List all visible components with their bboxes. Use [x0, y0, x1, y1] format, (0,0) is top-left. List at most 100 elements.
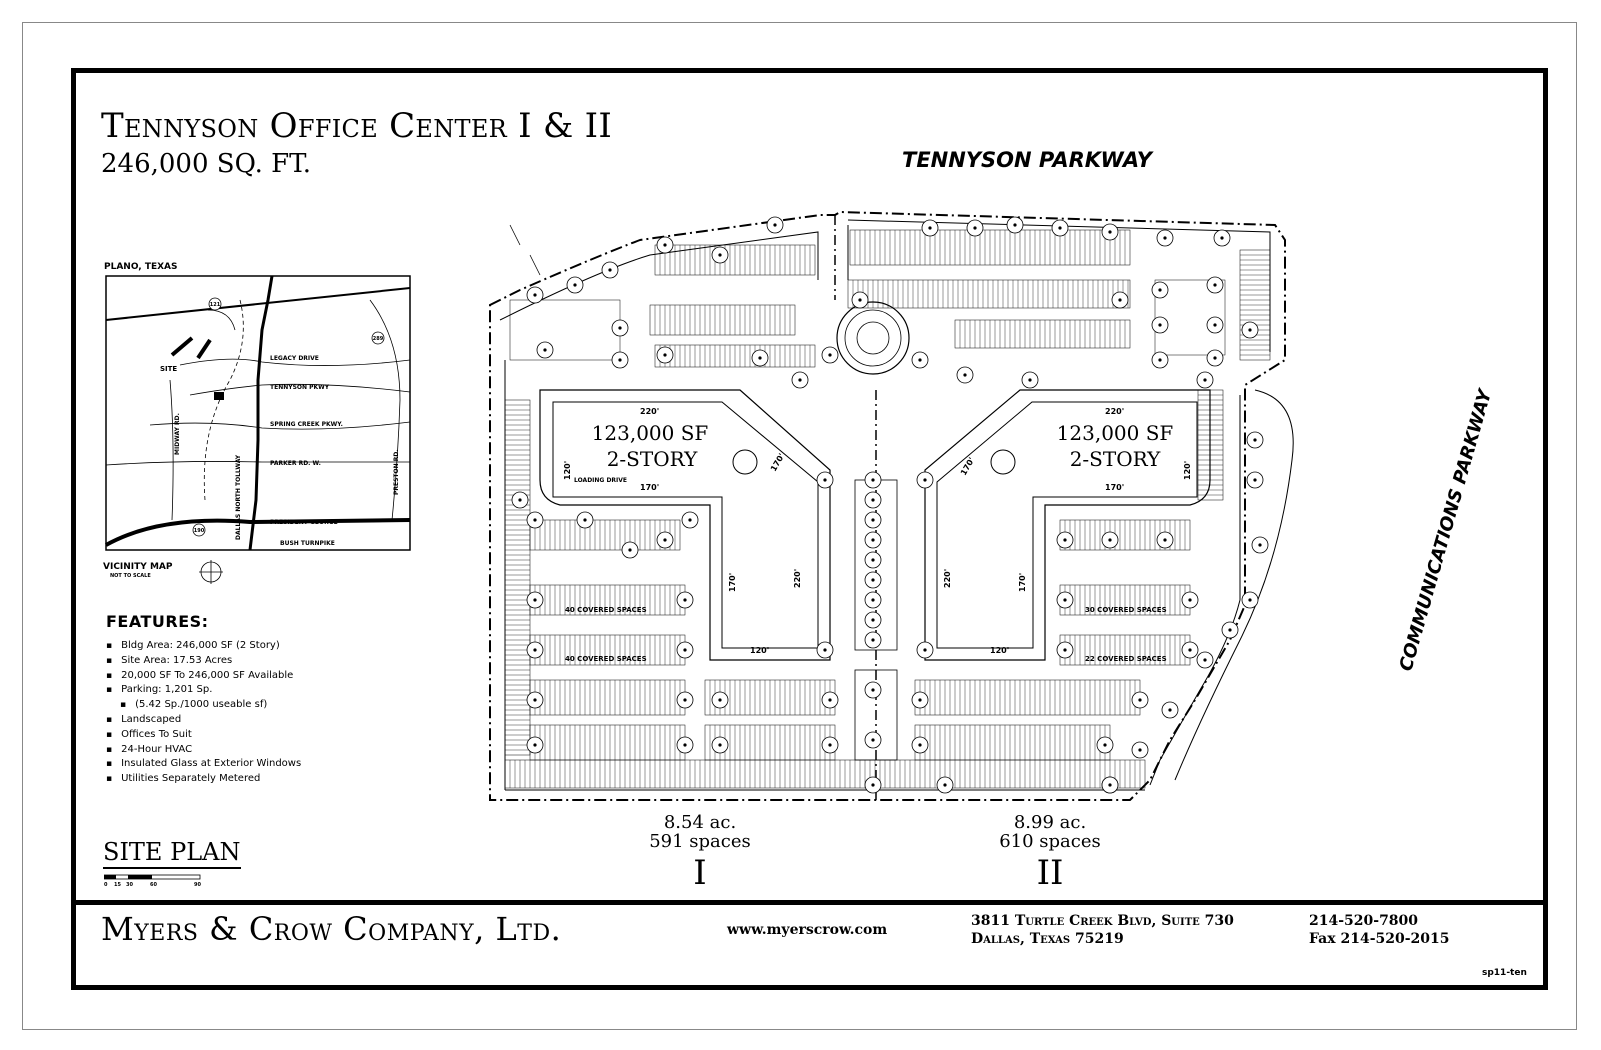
- building-1-footprint: [552, 401, 819, 649]
- dimension-label: 170': [728, 573, 737, 592]
- dimension-label: 220': [793, 569, 802, 588]
- tree-trunk-icon: [871, 578, 875, 582]
- company-phone: 214-520-7800 Fax 214-520-2015: [1309, 912, 1450, 948]
- lot-1-spaces: 591 spaces: [649, 831, 751, 852]
- dimension-label: 220': [943, 569, 952, 588]
- tree-trunk-icon: [628, 548, 632, 552]
- tree-trunk-icon: [1248, 598, 1252, 602]
- tree-trunk-icon: [608, 268, 612, 272]
- vicinity-street-bush: BUSH TURNPIKE: [280, 540, 335, 547]
- feature-item: Utilities Separately Metered: [106, 772, 301, 787]
- tree-trunk-icon: [1138, 698, 1142, 702]
- feature-item: Insulated Glass at Exterior Windows: [106, 757, 301, 772]
- lot-2-summary: 8.99 ac. 610 spaces II: [990, 813, 1110, 893]
- tree-trunk-icon: [533, 598, 537, 602]
- page-title: Tennyson Office Center I & II: [101, 106, 613, 146]
- tree-trunk-icon: [683, 743, 687, 747]
- feature-item: Parking: 1,201 Sp.: [106, 683, 301, 698]
- feature-item: Landscaped: [106, 713, 301, 728]
- company-name: Myers & Crow Company, Ltd.: [101, 910, 562, 948]
- tree-trunk-icon: [871, 538, 875, 542]
- tree-trunk-icon: [1188, 598, 1192, 602]
- tree-trunk-icon: [683, 598, 687, 602]
- tree-trunk-icon: [928, 226, 932, 230]
- feature-item: (5.42 Sp./1000 useable sf): [106, 698, 301, 713]
- vicinity-location: PLANO, TEXAS: [104, 262, 178, 272]
- shield-190: 190: [194, 528, 205, 534]
- tree-trunk-icon: [1058, 226, 1062, 230]
- tree-trunk-icon: [871, 478, 875, 482]
- tree-trunk-icon: [1158, 358, 1162, 362]
- tree-trunk-icon: [871, 518, 875, 522]
- building-2-outline: [924, 389, 1211, 661]
- feature-item: 20,000 SF To 246,000 SF Available: [106, 669, 301, 684]
- dimension-label: 120': [1183, 461, 1192, 480]
- building-1-outline: [539, 389, 831, 661]
- tree-trunk-icon: [1118, 298, 1122, 302]
- building-1-area: 123,000 SF: [592, 421, 709, 445]
- tree-trunk-icon: [1158, 288, 1162, 292]
- tree-trunk-icon: [1063, 538, 1067, 542]
- tree-trunk-icon: [1213, 323, 1217, 327]
- tree-trunk-icon: [683, 648, 687, 652]
- property-boundary: [489, 210, 1286, 801]
- dimension-label: 170': [959, 456, 976, 477]
- tree-trunk-icon: [758, 356, 762, 360]
- tree-trunk-icon: [871, 738, 875, 742]
- vicinity-caption-note: NOT TO SCALE: [110, 573, 151, 579]
- phone-number: 214-520-7800: [1309, 913, 1419, 929]
- tree-trunk-icon: [828, 698, 832, 702]
- tree-trunk-icon: [533, 293, 537, 297]
- tree-trunk-icon: [1108, 783, 1112, 787]
- tree-trunk-icon: [871, 558, 875, 562]
- tree-trunk-icon: [663, 538, 667, 542]
- scale-tick: 60: [150, 882, 157, 888]
- tree-trunk-icon: [543, 348, 547, 352]
- building-2-area: 123,000 SF: [1057, 421, 1174, 445]
- title-block-frame: [71, 68, 1548, 990]
- building-1-stories: 2-STORY: [607, 447, 698, 471]
- tree-trunk-icon: [1013, 223, 1017, 227]
- tree-trunk-icon: [1108, 230, 1112, 234]
- tree-trunk-icon: [688, 518, 692, 522]
- company-address: 3811 Turtle Creek Blvd, Suite 730 Dallas…: [971, 912, 1234, 948]
- tree-trunk-icon: [823, 648, 827, 652]
- vicinity-street-tennyson: TENNYSON PKWY: [270, 384, 330, 391]
- tree-trunk-icon: [1228, 628, 1232, 632]
- lot-2-numeral: II: [1036, 853, 1064, 893]
- site-plan-label: SITE PLAN: [103, 838, 241, 869]
- tree-trunk-icon: [918, 743, 922, 747]
- tree-trunk-icon: [871, 598, 875, 602]
- feature-item: Offices To Suit: [106, 728, 301, 743]
- scale-tick: 30: [126, 882, 133, 888]
- lot-2-acres: 8.99 ac.: [1013, 812, 1087, 833]
- covered-spaces-label: 40 COVERED SPACES: [565, 655, 647, 663]
- tree-trunk-icon: [573, 283, 577, 287]
- building-2-stories: 2-STORY: [1070, 447, 1161, 471]
- tree-trunk-icon: [1063, 648, 1067, 652]
- covered-spaces-label: 22 COVERED SPACES: [1085, 655, 1167, 663]
- feature-item: Site Area: 17.53 Acres: [106, 654, 301, 669]
- tree-trunk-icon: [683, 698, 687, 702]
- tree-trunk-icon: [871, 638, 875, 642]
- tree-trunk-icon: [923, 478, 927, 482]
- tree-trunk-icon: [773, 223, 777, 227]
- shield-289: 289: [373, 336, 384, 342]
- tree-trunk-icon: [871, 688, 875, 692]
- address-line-1: 3811 Turtle Creek Blvd, Suite 730: [971, 913, 1234, 929]
- tree-trunk-icon: [1138, 748, 1142, 752]
- vicinity-street-legacy: LEGACY DRIVE: [270, 355, 319, 362]
- company-website[interactable]: www.myerscrow.com: [727, 922, 888, 938]
- vicinity-tollway: [248, 275, 274, 551]
- loading-drive-label: LOADING DRIVE: [574, 477, 627, 484]
- tree-trunk-icon: [1063, 598, 1067, 602]
- roundabout: [836, 301, 910, 375]
- tree-trunk-icon: [1253, 438, 1257, 442]
- tree-trunk-icon: [1028, 378, 1032, 382]
- dimension-label: 120': [563, 461, 572, 480]
- drawing-sheet: [22, 22, 1577, 1030]
- tree-trunk-icon: [533, 518, 537, 522]
- dimension-label: 170': [640, 483, 659, 492]
- vicinity-road-121: [105, 287, 411, 321]
